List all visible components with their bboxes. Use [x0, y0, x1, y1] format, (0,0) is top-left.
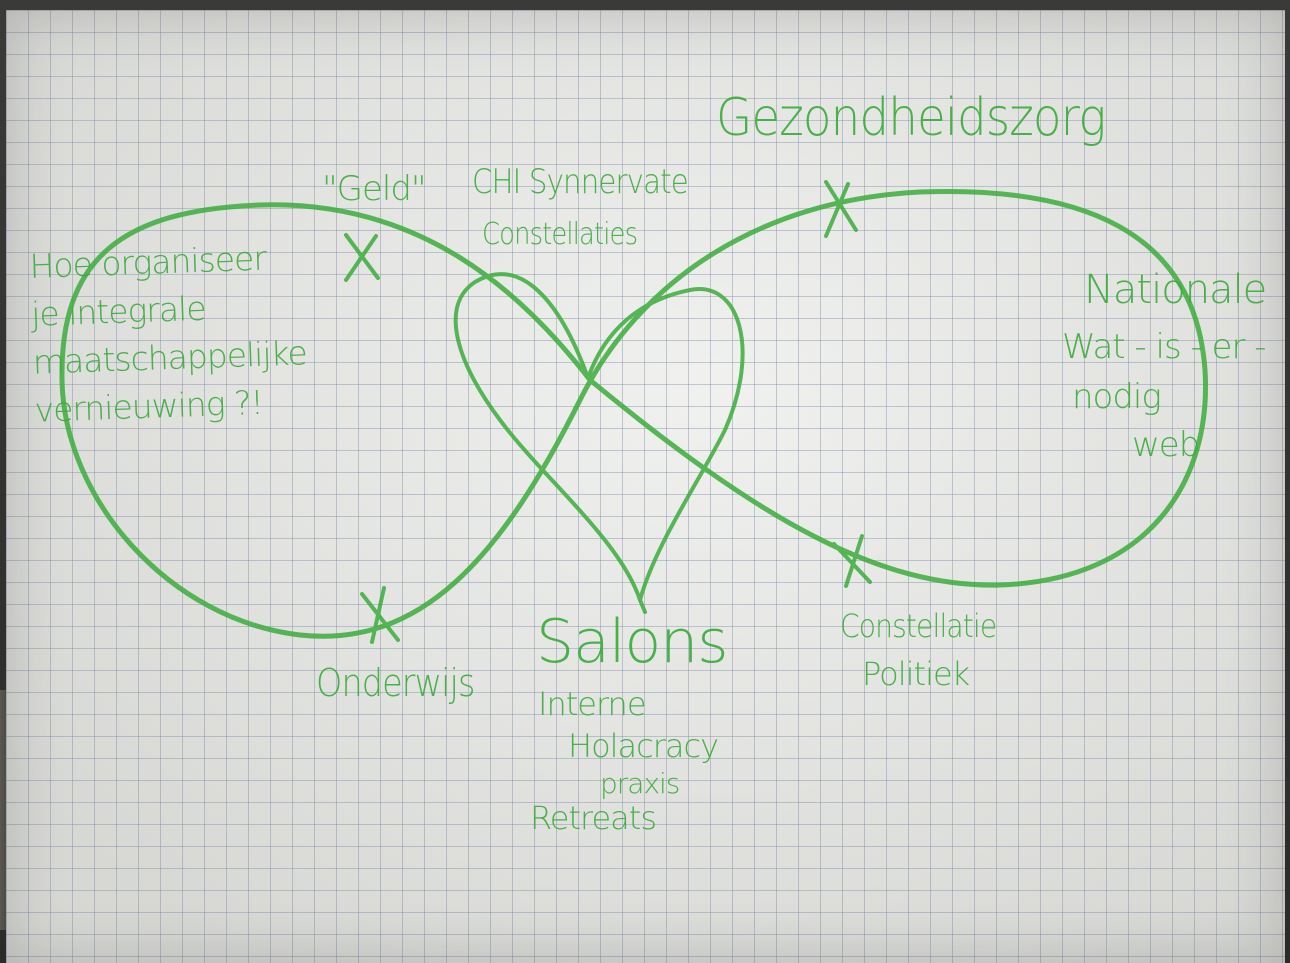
label-nodig: nodig [1072, 377, 1162, 417]
label-geld: "Geld" [322, 169, 427, 209]
label-interne: Interne [538, 685, 647, 723]
label-politiek: Politiek [862, 655, 970, 693]
label-salons: Salons [536, 607, 729, 677]
x-mark-geld [344, 233, 380, 282]
label-holacracy: Holacracy [568, 727, 719, 765]
label-constellatie: Constellatie [840, 607, 997, 645]
label-onderwijs: Onderwijs [316, 661, 475, 705]
flipchart-paper [6, 10, 1285, 963]
infinity-loop [59, 188, 1209, 639]
label-wat-is-er: Wat - is - er - [1062, 327, 1267, 367]
heart-outline [453, 272, 745, 602]
label-organiseer-question: Hoe organiseer je integrale maatschappel… [28, 238, 308, 430]
label-praxis: praxis [600, 767, 680, 800]
label-constellaties: Constellaties [482, 217, 638, 252]
x-mark-onderwijs [360, 586, 400, 644]
label-chi-synnervate: CHI Synnervate [472, 162, 689, 202]
label-web: web [1132, 425, 1200, 465]
label-retreats: Retreats [530, 799, 657, 837]
label-nationale: Nationale [1084, 267, 1267, 313]
x-mark-constellatie [832, 534, 872, 588]
x-mark-gezondheidszorg [824, 180, 858, 238]
label-gezondheidszorg: Gezondheidszorg [716, 88, 1106, 148]
heart-tail [638, 598, 647, 614]
